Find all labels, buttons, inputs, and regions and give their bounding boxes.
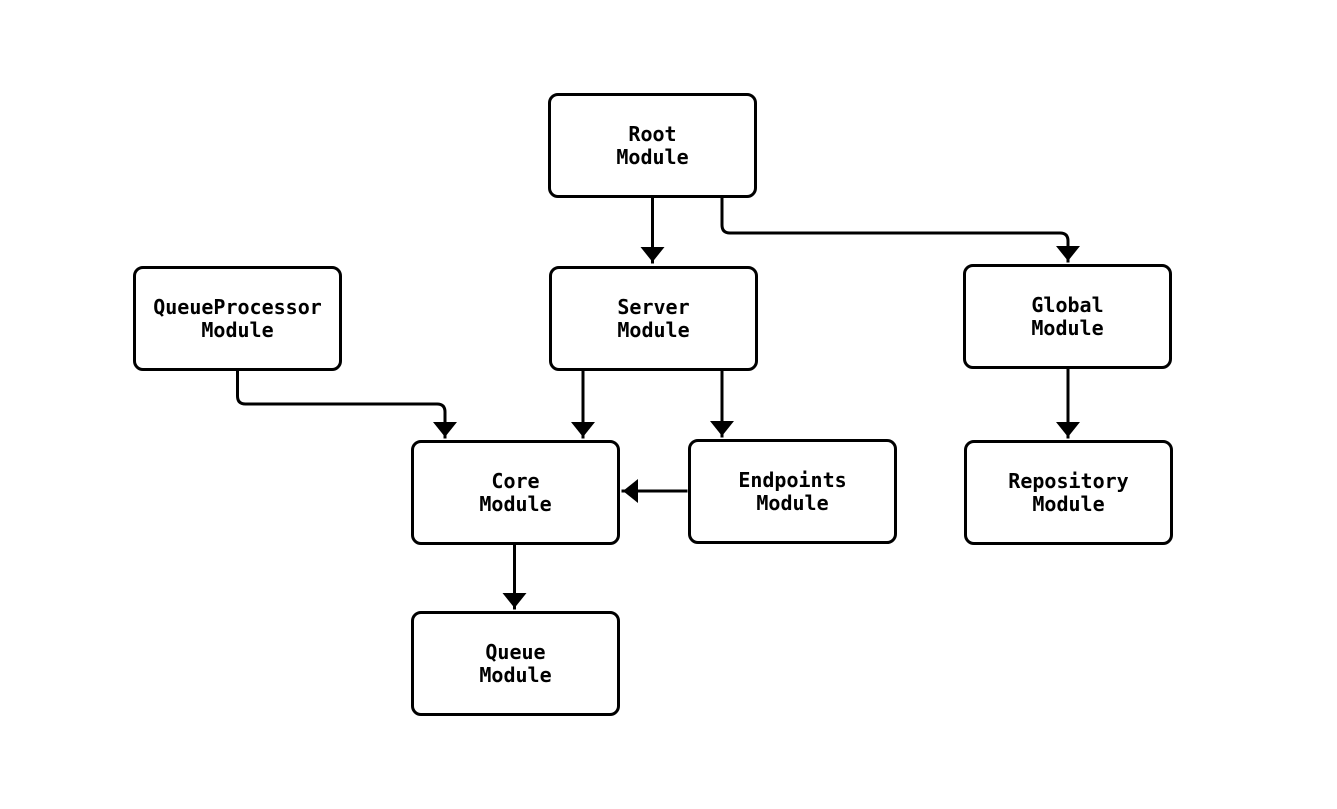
edge-queueprocessor-to-core [236,369,457,439]
node-queueprocessor-module-label: QueueProcessor Module [153,294,322,342]
node-queueprocessor-module: QueueProcessor Module [133,266,342,371]
node-global-module-label: Global Module [1031,292,1104,340]
node-endpoints-module: Endpoints Module [688,439,897,544]
node-root-module-label: Root Module [616,121,689,169]
node-core-module-label: Core Module [479,468,552,516]
node-global-module: Global Module [963,264,1172,369]
node-core-module: Core Module [411,440,620,545]
node-queue-module-label: Queue Module [479,639,552,687]
node-repository-module: Repository Module [964,440,1173,545]
node-queue-module: Queue Module [411,611,620,716]
node-server-module-label: Server Module [617,294,690,342]
node-server-module: Server Module [549,266,758,371]
node-endpoints-module-label: Endpoints Module [738,467,847,515]
edge-root-to-global [720,196,1080,263]
node-repository-module-label: Repository Module [1008,468,1129,516]
node-root-module: Root Module [548,93,757,198]
